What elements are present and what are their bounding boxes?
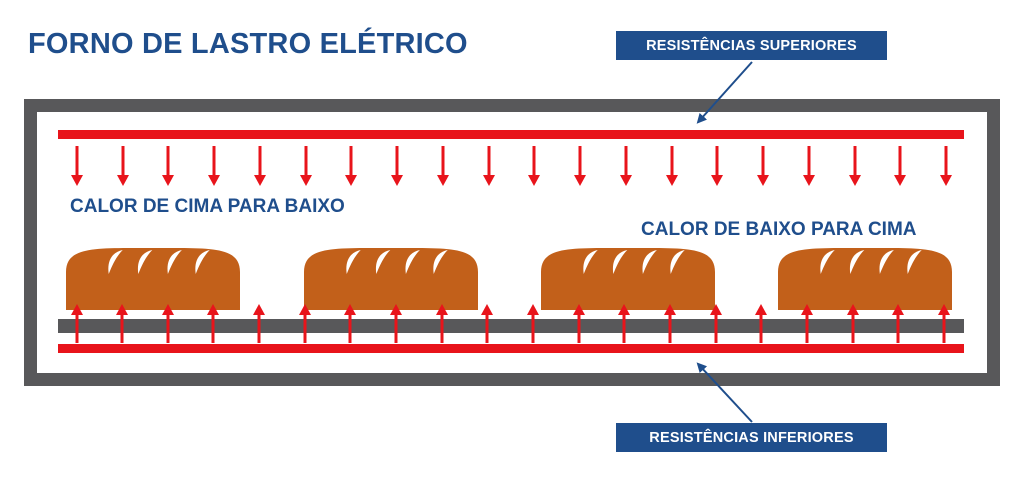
heat-arrow-down [117,146,129,186]
bread-loaf [66,247,240,310]
bread-loaves [66,247,952,310]
heat-arrow-up [527,304,539,343]
bread-loaf [304,247,478,310]
heat-arrow-down [666,146,678,186]
page-title: FORNO DE LASTRO ELÉTRICO [28,28,468,60]
heat-arrow-up [755,304,767,343]
heat-arrow-down [711,146,723,186]
heat-arrow-up [253,304,265,343]
heat-arrow-down [208,146,220,186]
bread-loaf [778,247,952,310]
heat-arrow-up [618,304,630,343]
heat-arrow-up [344,304,356,343]
top-resistors-label: RESISTÊNCIAS SUPERIORES [616,31,887,60]
heat-arrow-down [528,146,540,186]
heat-arrow-down [894,146,906,186]
heat-arrow-down [620,146,632,186]
heat-arrow-down [437,146,449,186]
heat-arrow-up [801,304,813,343]
heat-arrow-up [892,304,904,343]
bottom-heat-arrows [71,304,950,343]
heat-arrow-down [345,146,357,186]
top-callout-arrow [696,61,753,124]
heat-arrow-down [849,146,861,186]
bread-loaf [541,247,715,310]
heat-arrow-up [710,304,722,343]
heat-arrow-down [254,146,266,186]
heat-arrow-down [757,146,769,186]
oven-hearth [58,319,964,333]
heat-arrow-up [481,304,493,343]
heat-arrow-down [391,146,403,186]
heat-down-label: CALOR DE CIMA PARA BAIXO [70,196,345,217]
top-heat-arrows [71,146,952,186]
heat-arrow-up [116,304,128,343]
heat-arrow-up [573,304,585,343]
oven-chamber [37,112,987,373]
bottom-resistor [58,344,964,353]
heat-arrow-up [71,304,83,343]
heat-arrow-up [664,304,676,343]
heat-arrow-up [299,304,311,343]
heat-arrow-down [162,146,174,186]
heat-arrow-up [436,304,448,343]
heat-arrow-down [574,146,586,186]
bottom-resistors-label: RESISTÊNCIAS INFERIORES [616,423,887,452]
top-resistor [58,130,964,139]
heat-arrow-up [847,304,859,343]
heat-arrow-down [300,146,312,186]
heat-arrow-down [803,146,815,186]
heat-up-label: CALOR DE BAIXO PARA CIMA [641,219,917,240]
heat-arrow-down [940,146,952,186]
heat-arrow-down [483,146,495,186]
heat-arrow-up [390,304,402,343]
heat-arrow-up [207,304,219,343]
heat-arrow-up [938,304,950,343]
bottom-callout-arrow [696,362,753,423]
heat-arrow-down [71,146,83,186]
heat-arrow-up [162,304,174,343]
